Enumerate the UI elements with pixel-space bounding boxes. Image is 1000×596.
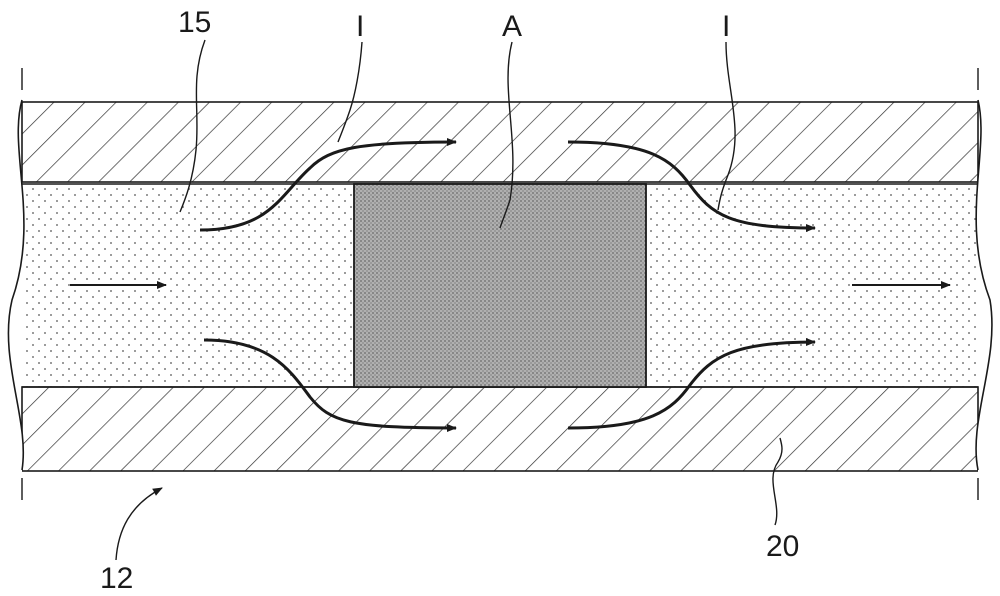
left-break-mask [0,60,24,530]
lower-wall [22,387,978,471]
label-12: 12 [100,562,133,595]
leader-arrow-12 [116,488,162,560]
label-20: 20 [766,530,799,563]
upper-wall [22,102,978,182]
label-15: 15 [178,6,211,39]
label-i-left: I [356,10,364,43]
label-i-right: I [722,10,730,43]
obstruction-block [354,184,646,387]
label-a: A [502,10,522,43]
